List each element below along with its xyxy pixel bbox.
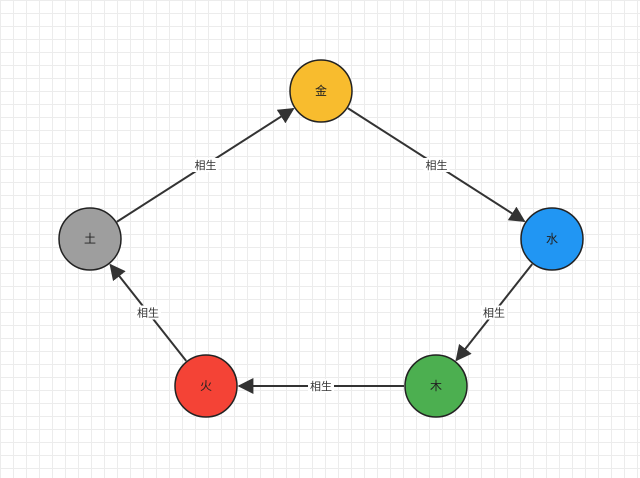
edge-label-bg: [192, 158, 219, 172]
edge-label: 相生: [195, 158, 217, 172]
edge-label: 相生: [483, 306, 505, 320]
node-label-water: 水: [546, 232, 558, 246]
node-label-wood: 木: [430, 379, 442, 393]
node-label-earth: 土: [84, 232, 96, 246]
edge-label: 相生: [426, 158, 448, 172]
node-metal[interactable]: [289, 59, 353, 123]
node-fire[interactable]: [174, 354, 238, 418]
node-water[interactable]: [520, 207, 584, 271]
edge-label-bg: [308, 379, 334, 393]
edge-label-bg: [423, 158, 450, 172]
node-wood[interactable]: [404, 354, 468, 418]
node-earth[interactable]: [58, 207, 122, 271]
node-label-metal: 金: [315, 83, 327, 98]
node-label-fire: 火: [200, 379, 212, 393]
edge-label-bg: [135, 305, 161, 320]
edge-label-bg: [481, 305, 507, 320]
edge-label: 相生: [137, 306, 159, 320]
edge-label: 相生: [310, 379, 332, 393]
